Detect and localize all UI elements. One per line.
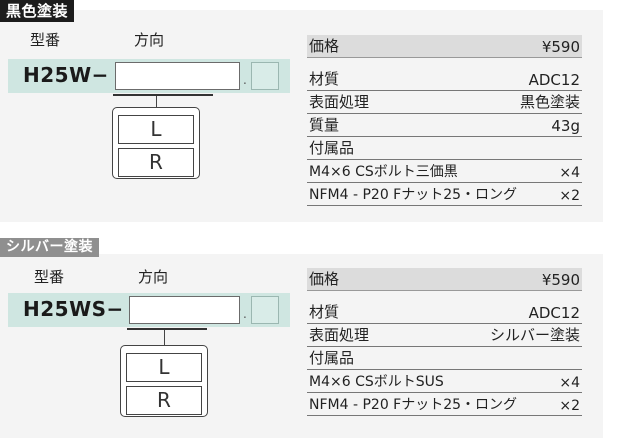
model-number-bar: H25W− . [8, 59, 290, 93]
spec-value: ADC12 [528, 71, 580, 89]
price-value: ¥590 [541, 38, 580, 56]
direction-column-label: 方向 [134, 31, 165, 49]
direction-column-label: 方向 [138, 268, 169, 286]
price-label: 価格 [309, 37, 340, 55]
spec-key: 表面処理 [309, 326, 370, 344]
accessory-row: M4×6 CSボルトSUS ×4 [307, 370, 582, 393]
spec-value: 43g [551, 117, 580, 135]
spec-row-accessories: 付属品 [307, 347, 582, 370]
section-tag: 黒色塗装 [0, 0, 75, 22]
spec-row-accessories: 付属品 [307, 137, 582, 160]
connector-line [156, 96, 157, 108]
accessory-qty: ×2 [559, 398, 580, 414]
separator-dot: . [243, 73, 247, 87]
silver-finish-section: シルバー塗装 型番 方向 H25WS− . L R 価格 ¥590 材質 ADC… [0, 238, 640, 438]
option-left[interactable]: L [126, 353, 202, 382]
spec-value: 黒色塗装 [519, 93, 580, 111]
model-column-label: 型番 [30, 31, 61, 49]
spec-row-weight: 質量 43g [307, 114, 582, 137]
model-number-bar: H25WS− . [8, 293, 290, 327]
option-left[interactable]: L [118, 115, 194, 144]
spec-row-finish: 表面処理 シルバー塗装 [307, 324, 582, 347]
suffix-box[interactable] [251, 62, 279, 90]
price-value: ¥590 [541, 271, 580, 289]
accessory-name: M4×6 CSボルトSUS [309, 374, 444, 390]
connector-line [164, 330, 165, 346]
direction-underline [127, 328, 207, 330]
spec-value: ADC12 [528, 304, 580, 322]
accessory-name: NFM4 - P20 Fナット25・ロング [309, 397, 518, 413]
price-row: 価格 ¥590 [307, 35, 582, 58]
direction-input[interactable] [129, 296, 240, 324]
accessory-qty: ×4 [559, 165, 580, 181]
spec-row-material: 材質 ADC12 [307, 68, 582, 91]
black-finish-section: 黒色塗装 型番 方向 H25W− . L R 価格 ¥590 材質 ADC12 … [0, 0, 603, 222]
spec-key: 表面処理 [309, 93, 370, 111]
spec-key: 付属品 [309, 139, 355, 157]
direction-options: L R [112, 107, 200, 179]
direction-underline [113, 94, 213, 96]
spec-key: 材質 [309, 70, 340, 88]
accessory-name: NFM4 - P20 Fナット25・ロング [309, 187, 518, 203]
section-tag: シルバー塗装 [0, 238, 99, 257]
accessory-row: NFM4 - P20 Fナット25・ロング ×2 [307, 393, 582, 416]
option-right[interactable]: R [118, 148, 194, 177]
spec-row-material: 材質 ADC12 [307, 301, 582, 324]
model-code: H25W− [23, 63, 109, 87]
spec-value: シルバー塗装 [489, 326, 580, 344]
direction-options: L R [120, 345, 208, 417]
accessory-row: M4×6 CSボルト三価黒 ×4 [307, 160, 582, 183]
spec-row-finish: 表面処理 黒色塗装 [307, 91, 582, 114]
model-column-label: 型番 [34, 268, 65, 286]
spec-key: 質量 [309, 116, 340, 134]
accessory-qty: ×2 [559, 188, 580, 204]
spec-key: 付属品 [309, 349, 355, 367]
direction-input[interactable] [115, 62, 240, 90]
option-right[interactable]: R [126, 386, 202, 415]
suffix-box[interactable] [251, 296, 279, 324]
accessory-name: M4×6 CSボルト三価黒 [309, 164, 458, 180]
model-code: H25WS− [23, 297, 124, 321]
separator-dot: . [243, 307, 247, 321]
price-label: 価格 [309, 270, 340, 288]
accessory-qty: ×4 [559, 375, 580, 391]
accessory-row: NFM4 - P20 Fナット25・ロング ×2 [307, 183, 582, 206]
spec-key: 材質 [309, 303, 340, 321]
price-row: 価格 ¥590 [307, 268, 582, 291]
